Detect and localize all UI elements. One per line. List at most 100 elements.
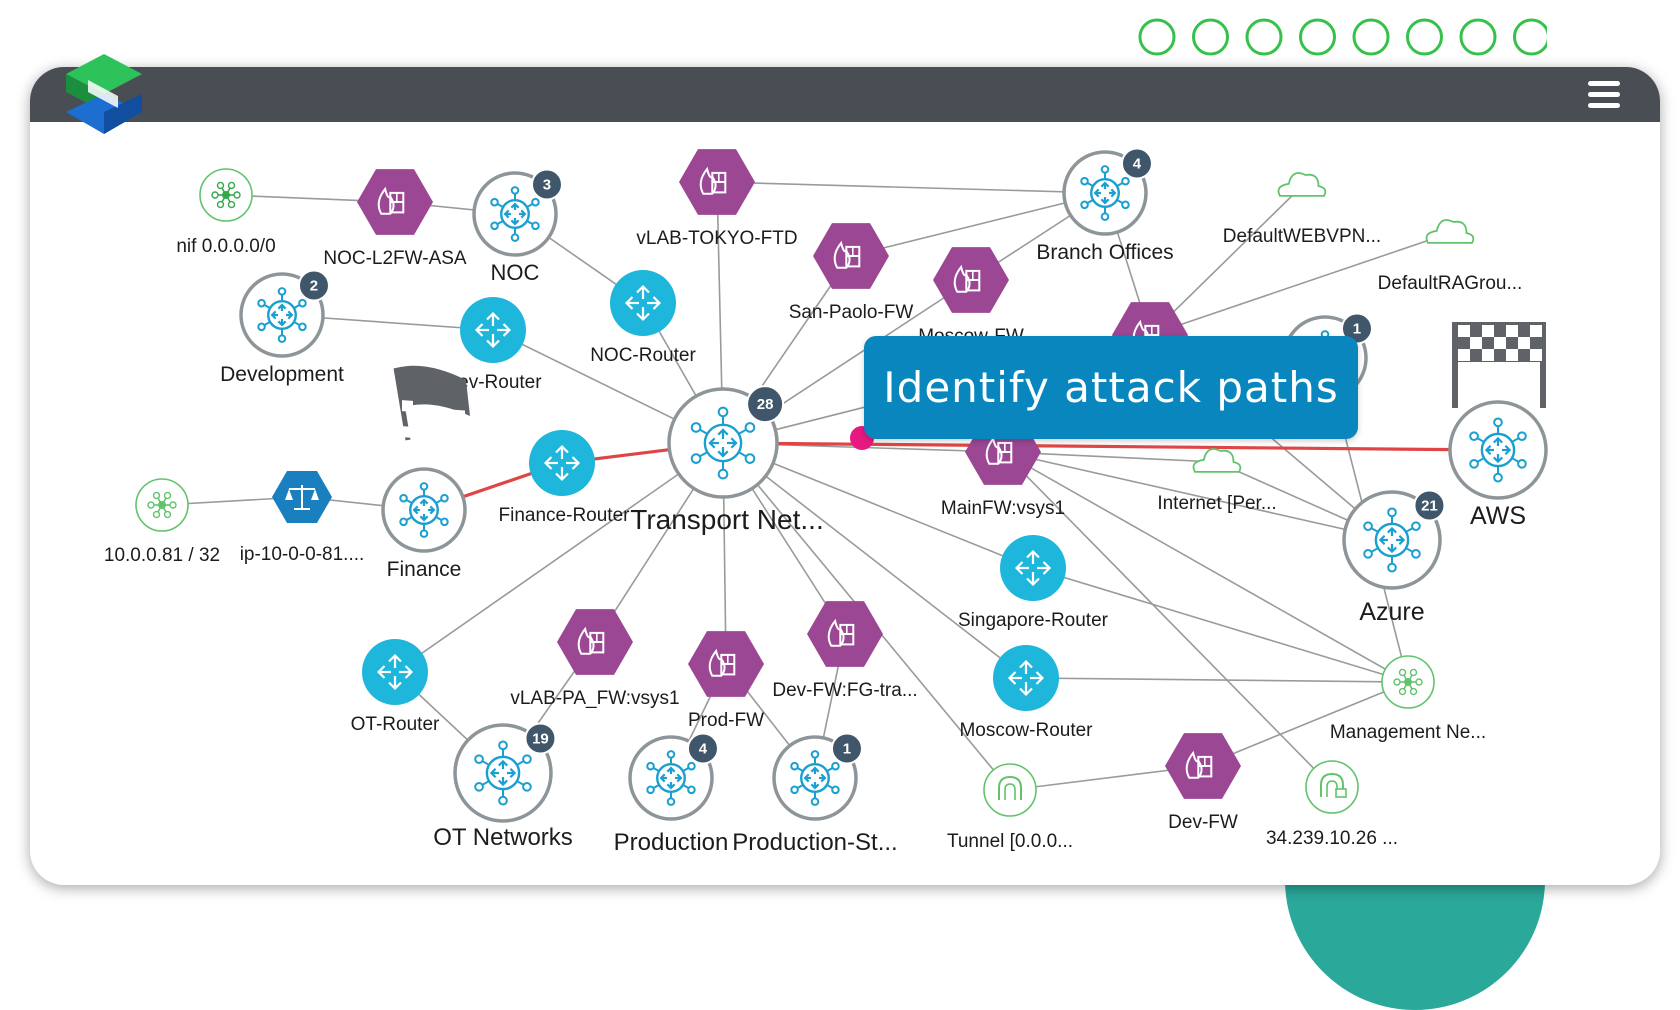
node-badge-ot [524, 722, 557, 755]
node-moscow_router[interactable] [993, 645, 1059, 711]
router-icon [1014, 549, 1052, 587]
zone-hub-icon [257, 287, 307, 343]
node-label-prod_fw: Prod-FW [688, 710, 764, 731]
node-moscow_fw[interactable] [933, 247, 1009, 313]
node-dev_fw[interactable] [1165, 733, 1241, 799]
finish-flag-icon [393, 365, 470, 448]
node-aws[interactable] [1448, 400, 1548, 500]
node-dev_router[interactable] [460, 297, 526, 363]
edge-mainfw-ip34 [1002, 451, 1333, 788]
decorative-circles [1138, 18, 1547, 56]
node-label-production_st: Production-St... [732, 829, 897, 856]
edge-singapore-mgmt [1032, 567, 1409, 683]
node-label-branch: Branch Offices [1036, 241, 1173, 264]
node-tunnel[interactable] [983, 763, 1037, 817]
node-branch[interactable]: 4 [1062, 147, 1153, 236]
node-label-transport: Transport Net... [630, 504, 823, 535]
node-azure[interactable]: 21 [1342, 489, 1446, 590]
node-development[interactable]: 2 [239, 269, 330, 358]
callout-text: Identify attack paths [883, 363, 1339, 412]
zone-ring-finance [381, 467, 467, 553]
node-label-development: Development [220, 363, 344, 386]
node-ragrou[interactable] [1425, 219, 1475, 244]
edge-transport-moscow_router [722, 442, 1027, 679]
node-dev_fg[interactable] [807, 601, 883, 667]
zone-hub-icon [1363, 507, 1421, 573]
node-label-noc: NOC [491, 260, 540, 285]
node-net10[interactable] [135, 478, 189, 532]
node-badge-count-noc: 3 [543, 176, 551, 193]
network-topology-graph: nif 0.0.0.0/0NOC-L2FW-ASA3NOCvLAB-TOKYO-… [104, 147, 1548, 856]
zone-ring-azure [1342, 490, 1442, 590]
node-noc[interactable]: 3 [472, 168, 563, 257]
node-nif[interactable] [199, 168, 253, 222]
node-ot_router[interactable] [362, 639, 428, 705]
node-label-tokyo: vLAB-TOKYO-FTD [636, 228, 797, 249]
cloud-icon [1425, 219, 1475, 244]
node-ip10[interactable] [272, 471, 332, 523]
firewall-icon [699, 166, 727, 195]
finish-line-icon [1452, 322, 1546, 408]
callout-banner: Identify attack paths [864, 336, 1358, 439]
node-internet[interactable] [1192, 448, 1242, 473]
node-label-finance_router: Finance-Router [499, 505, 631, 526]
node-badge-count-production_st: 1 [843, 740, 851, 757]
node-label-ip10: ip-10-0-0-81.... [240, 544, 365, 565]
node-label-sanpaolo: San-Paolo-FW [789, 302, 914, 323]
zone-ring-ot [453, 723, 553, 823]
node-sanpaolo[interactable] [813, 223, 889, 289]
node-label-mgmt: Management Ne... [1330, 722, 1486, 743]
node-ot[interactable]: 19 [453, 722, 557, 823]
zone-hub-icon [1469, 417, 1527, 483]
node-pa_fw[interactable] [557, 609, 633, 675]
node-singapore[interactable] [1000, 535, 1066, 601]
node-mgmt[interactable] [1381, 655, 1435, 709]
zone-hub-icon [646, 750, 696, 806]
zone-hub-icon [399, 482, 449, 538]
tunnel-icon [998, 775, 1022, 800]
node-noc_router[interactable] [610, 270, 676, 336]
edge-transport-ot_router [394, 442, 724, 673]
node-ip34[interactable] [1305, 760, 1359, 814]
zone-hub-icon [790, 750, 840, 806]
node-transport[interactable]: 28 [667, 385, 785, 499]
router-disc [1000, 535, 1066, 601]
firewall-icon [577, 626, 605, 655]
node-badge-development [297, 269, 330, 302]
edge-moscow_router-mgmt [1025, 677, 1409, 683]
firewall-icon [985, 436, 1013, 465]
router-disc [993, 645, 1059, 711]
router-icon [376, 653, 414, 691]
node-label-ot: OT Networks [433, 824, 573, 851]
cloud-icon [1192, 448, 1242, 473]
node-prod_fw[interactable] [688, 631, 764, 697]
top-bar [30, 67, 1660, 122]
app-logo-icon [66, 54, 142, 134]
node-label-finance: Finance [387, 558, 462, 581]
node-badge-count-transport: 28 [757, 396, 774, 413]
node-production_st[interactable]: 1 [772, 732, 863, 821]
node-label-net10: 10.0.0.81 / 32 [104, 545, 220, 566]
node-badge-noc [530, 168, 563, 201]
deco-ring-6 [1459, 18, 1497, 56]
zone-ring-transport [667, 387, 779, 499]
node-label-webvpn: DefaultWEBVPN... [1223, 226, 1381, 247]
node-label-dev_fw: Dev-FW [1168, 812, 1238, 833]
router-icon [1007, 659, 1045, 697]
node-noc_fw[interactable] [357, 169, 433, 235]
node-finance[interactable] [381, 467, 467, 553]
node-finance_router[interactable] [529, 430, 595, 496]
vpn-lock-icon [1320, 772, 1347, 798]
node-webvpn[interactable] [1277, 172, 1327, 197]
node-label-moscow_router: Moscow-Router [959, 720, 1093, 741]
node-tokyo[interactable] [679, 149, 755, 215]
router-disc [460, 297, 526, 363]
router-disc [529, 430, 595, 496]
hamburger-menu-icon[interactable] [1588, 81, 1620, 109]
node-label-azure: Azure [1359, 598, 1424, 626]
deco-ring-1 [1192, 18, 1229, 56]
router-icon [543, 444, 581, 482]
router-icon [624, 284, 662, 322]
node-production[interactable]: 4 [628, 732, 719, 821]
node-label-tunnel: Tunnel [0.0.0... [947, 831, 1073, 852]
